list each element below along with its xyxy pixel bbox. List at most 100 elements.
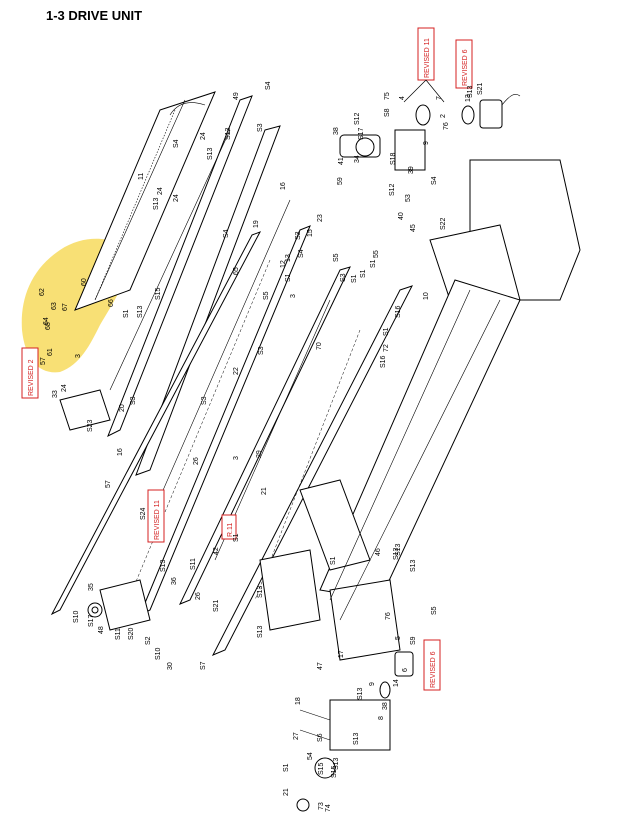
part-callout: S13	[393, 547, 400, 560]
left-pulley	[59, 389, 151, 631]
part-callout: 22	[233, 367, 240, 375]
svg-text:REVISED 6: REVISED 6	[430, 651, 437, 688]
part-callout: S1	[285, 273, 292, 282]
part-callout: 38	[382, 702, 389, 710]
part-callout: S4	[431, 176, 438, 185]
part-callout: 21	[261, 487, 268, 495]
part-callout: S17	[88, 614, 95, 627]
part-callout: S13	[395, 543, 402, 556]
part-callout: 16	[117, 448, 124, 456]
part-callout: 67	[62, 303, 69, 311]
part-callout: 40	[398, 212, 405, 220]
part-callout: S3	[201, 396, 208, 405]
svg-text:REVISED 6: REVISED 6	[462, 49, 469, 86]
part-callout: 8	[378, 716, 385, 720]
svg-text:REVISED 2: REVISED 2	[28, 359, 35, 396]
part-callout: 34	[354, 155, 361, 163]
part-callout: S13	[257, 585, 264, 598]
part-callout: 4	[399, 96, 406, 100]
part-callout: 54	[307, 752, 314, 760]
part-callout: S18	[390, 152, 397, 165]
motor-bottom	[296, 651, 414, 812]
part-callout: 13	[285, 254, 292, 262]
part-callout: 72	[383, 344, 390, 352]
part-callout: S1	[283, 763, 290, 772]
page-title: 1-3 DRIVE UNIT	[46, 8, 143, 23]
part-callout: S13	[207, 147, 214, 160]
revision-mark-4: REVISED 11	[147, 489, 165, 543]
part-callout: 65	[233, 267, 240, 275]
part-callout: S13	[410, 559, 417, 572]
part-callout: 63	[51, 302, 58, 310]
part-callout: S17	[358, 127, 365, 140]
part-callout: 70	[316, 342, 323, 350]
part-callout: S13	[333, 757, 340, 770]
svg-text:REVISED 11: REVISED 11	[154, 500, 161, 540]
part-callout: 3	[290, 294, 297, 298]
part-callout: S10	[73, 610, 80, 623]
part-callout: 11	[138, 173, 145, 180]
revision-mark-5: R.11	[221, 514, 237, 540]
part-callout: 3	[233, 456, 240, 460]
part-callout: S7	[200, 661, 207, 670]
part-callout: S20	[128, 627, 135, 640]
part-callout: S13	[357, 687, 364, 700]
part-callout: 3	[75, 354, 82, 358]
part-callout: 16	[280, 182, 287, 190]
part-callout: 15	[307, 229, 314, 237]
part-callout: S3	[295, 231, 302, 240]
part-callout: S13	[225, 127, 232, 140]
part-callout: S16	[380, 355, 387, 368]
part-callout: 12	[280, 260, 287, 268]
part-callout: 46	[375, 548, 382, 556]
part-callout: 41	[338, 157, 345, 165]
part-callout: S1	[351, 274, 358, 283]
part-callout: 42	[213, 547, 220, 555]
part-callout: S4	[298, 249, 305, 258]
part-callout: S5	[431, 606, 438, 615]
part-callout: 6	[402, 668, 409, 672]
part-callout: S16	[395, 305, 402, 318]
part-callout: S3	[257, 123, 264, 132]
right-frame	[259, 159, 581, 661]
revision-mark-6: REVISED 6	[423, 639, 441, 691]
motor-top	[339, 94, 521, 171]
part-callout: S8	[384, 108, 391, 117]
part-callout: 61	[47, 348, 54, 356]
part-callout: 75	[384, 92, 391, 100]
part-callout: 2	[440, 114, 447, 118]
part-callout: 57	[40, 357, 47, 365]
part-callout: 74	[325, 804, 332, 812]
part-callout: S15	[155, 287, 162, 300]
part-callout: 10	[423, 292, 430, 300]
part-callout: 73	[318, 802, 325, 810]
part-callout: 33	[52, 390, 59, 398]
part-callout: 30	[167, 662, 174, 670]
part-callout: 64	[43, 317, 50, 325]
part-callout: S13	[467, 85, 474, 98]
part-callout: 35	[88, 583, 95, 591]
part-callout: S13	[257, 625, 264, 638]
part-callout: 49	[233, 92, 240, 100]
part-callout: 66	[108, 299, 115, 307]
part-callout: S3	[130, 396, 137, 405]
part-callout: 76	[443, 122, 450, 130]
svg-text:REVISED 11: REVISED 11	[424, 38, 431, 78]
part-callout: 38	[333, 127, 340, 135]
part-callout: 7	[436, 96, 443, 100]
part-callout: 17	[338, 650, 345, 658]
part-callout: S21	[213, 599, 220, 612]
part-callout: S10	[155, 647, 162, 660]
part-callout: S5	[333, 253, 340, 262]
part-callout: 48	[98, 626, 105, 634]
part-callout: 24	[200, 132, 207, 140]
revision-mark-2: REVISED 6	[455, 39, 473, 89]
part-callout: 20	[119, 404, 126, 412]
part-callout: S12	[389, 183, 396, 196]
part-callout: 19	[253, 220, 260, 228]
part-callout: 62	[39, 288, 46, 296]
part-callout: S22	[440, 217, 447, 230]
svg-text:R.11: R.11	[227, 523, 234, 537]
part-callout: 36	[171, 577, 178, 585]
part-callout: 27	[293, 732, 300, 740]
